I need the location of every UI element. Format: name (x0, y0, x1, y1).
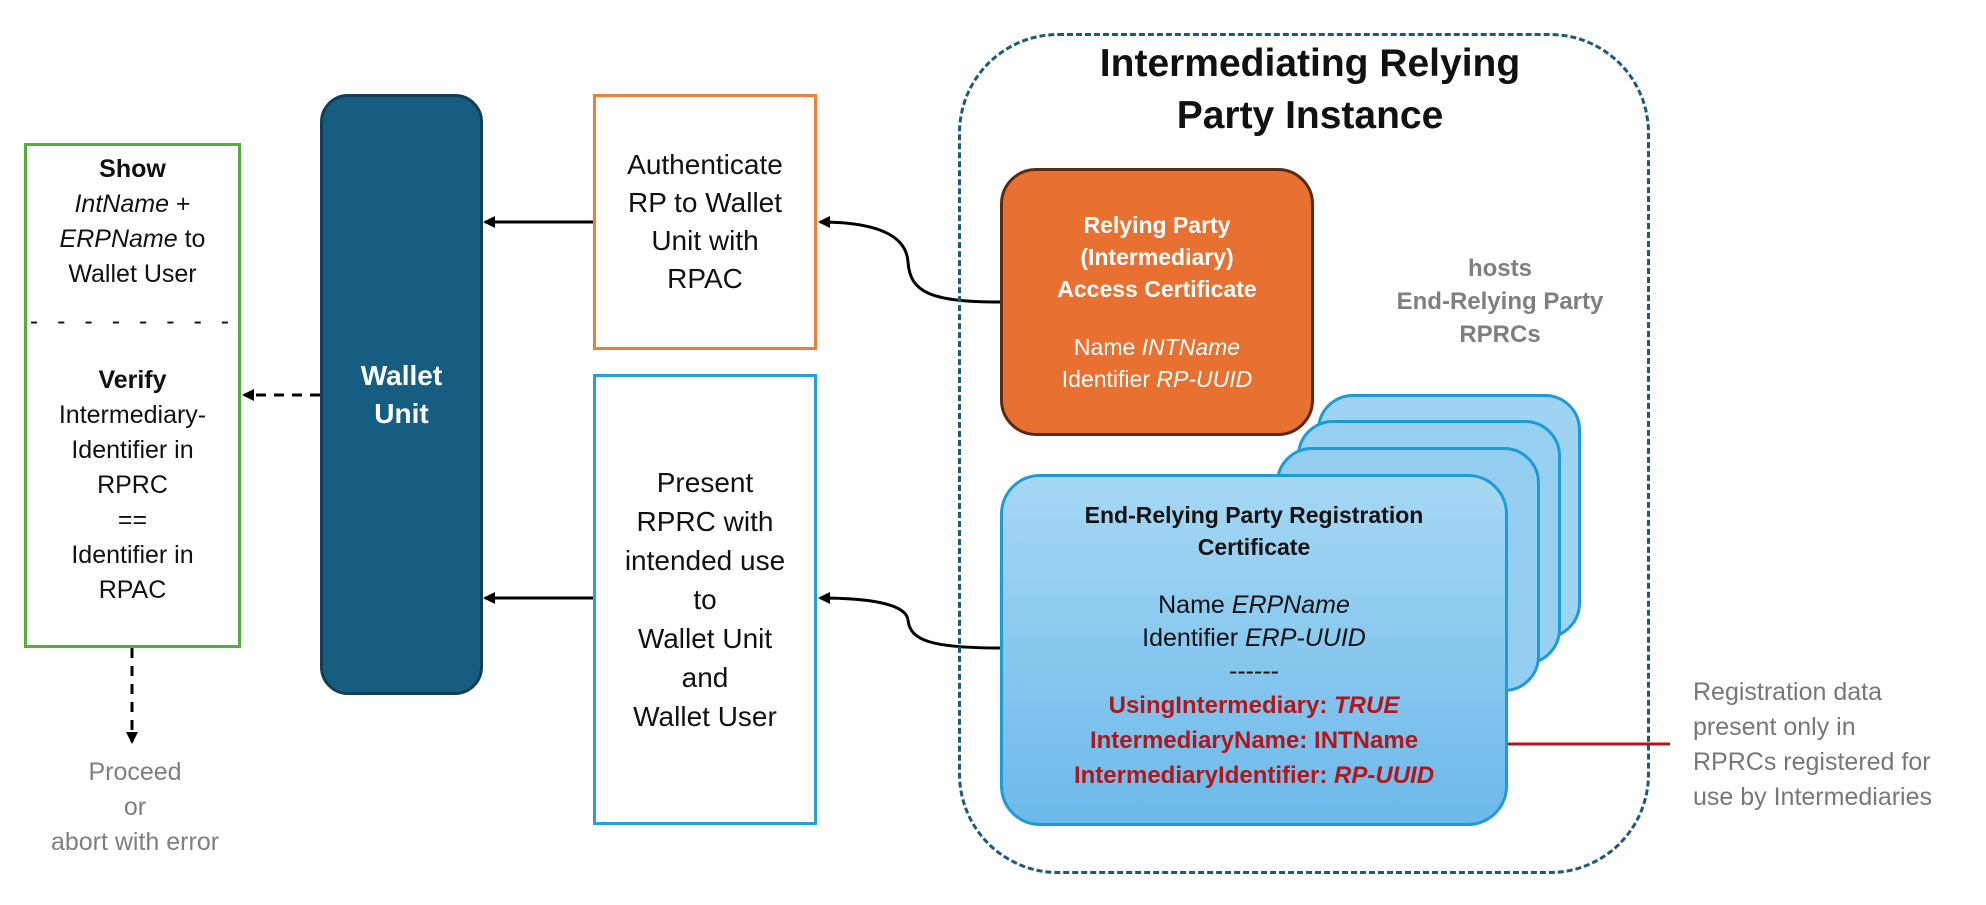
rprc-to-present-connector (818, 592, 1001, 650)
intermediary-id-label: IntermediaryIdentifier: (1073, 762, 1335, 789)
intermediary-id-value: RP-UUID (1334, 762, 1435, 789)
rpac-id-value: RP-UUID (1156, 366, 1253, 392)
intermediary-name-line: IntermediaryName: INTName (1089, 727, 1419, 754)
auth-line-1: Authenticate (627, 149, 783, 180)
note-line-1: Registration data (1693, 678, 1883, 706)
present-rprc-box: Present RPRC with intended use to Wallet… (593, 374, 817, 825)
plus-text: + (168, 190, 191, 218)
hosts-label: hosts End-Relying Party RPRCs (1360, 252, 1640, 351)
rpac-title-2: (Intermediary) (1080, 244, 1234, 270)
note-line-4: use by Intermediaries (1693, 783, 1933, 811)
note-line-2: present only in (1693, 713, 1856, 741)
present-line-7: Wallet User (633, 701, 777, 732)
outcome-proceed: Proceed (88, 758, 182, 786)
rp-access-certificate-card: Relying Party (Intermediary) Access Cert… (1000, 168, 1314, 436)
show-heading: Show (99, 155, 166, 183)
show-erpname-line: ERPName to (60, 222, 206, 257)
rpac-name-value: INTName (1141, 334, 1241, 360)
hosts-line-1: hosts (1467, 255, 1532, 282)
wallet-unit-node: Wallet Unit (320, 94, 483, 695)
present-line-2: RPRC with (636, 506, 774, 537)
erpname-term: ERPName (59, 225, 178, 253)
end-rp-registration-certificate-card: End-Relying Party Registration Certifica… (1000, 474, 1508, 826)
present-line-1: Present (656, 467, 754, 498)
intname-term: IntName (74, 190, 169, 218)
rprc-id-line: Identifier ERP-UUID (1142, 622, 1366, 655)
verify-line-5: Identifier in (71, 541, 194, 569)
wallet-user-text: Wallet User (68, 260, 197, 288)
rpac-title-1: Relying Party (1083, 212, 1231, 238)
rpac-id-line: Identifier RP-UUID (1062, 363, 1252, 395)
rpac-title-3: Access Certificate (1057, 276, 1257, 302)
section-divider: - - - - - - - - (29, 307, 236, 335)
present-line-5: Wallet Unit (637, 623, 773, 654)
verify-line-3: RPRC (97, 471, 168, 499)
verify-line-2: Identifier in (71, 436, 194, 464)
rpac-to-auth-connector (818, 216, 1001, 304)
outcome-label: Proceed or abort with error (20, 755, 250, 860)
rprc-id-label: Identifier (1142, 624, 1245, 652)
instance-title-line-1: Intermediating Relying (1099, 42, 1521, 85)
rprc-name-value: ERPName (1231, 591, 1350, 619)
using-intermediary-label: UsingIntermediary: (1108, 692, 1335, 719)
show-names-line: IntName + (74, 187, 190, 222)
verify-line-6: RPAC (98, 576, 167, 604)
instance-title: Intermediating Relying Party Instance (1000, 38, 1620, 142)
using-intermediary-line: UsingIntermediary: TRUE (1109, 688, 1400, 723)
present-line-6: and (681, 662, 729, 693)
hosts-line-3: RPRCs (1459, 321, 1541, 348)
present-line-4: to (693, 584, 717, 615)
verify-heading: Verify (98, 366, 167, 394)
rprc-title-2: Certificate (1197, 534, 1311, 560)
rpac-id-label: Identifier (1061, 366, 1157, 392)
verify-line-1: Intermediary- (58, 401, 207, 429)
note-line-3: RPRCs registered for (1693, 748, 1931, 776)
registration-data-note: Registration data present only in RPRCs … (1693, 675, 1983, 815)
authenticate-rp-box: Authenticate RP to Wallet Unit with RPAC (593, 94, 817, 350)
verification-checks-box: Show IntName + ERPName to Wallet User - … (24, 143, 241, 648)
rpac-name-line: Name INTName (1074, 331, 1240, 363)
auth-line-2: RP to Wallet (627, 187, 783, 218)
rprc-title-1: End-Relying Party Registration (1084, 502, 1424, 528)
intermediary-id-line: IntermediaryIdentifier: RP-UUID (1074, 758, 1434, 793)
using-intermediary-value: TRUE (1334, 692, 1400, 719)
auth-line-3: Unit with (651, 225, 759, 256)
outcome-abort: abort with error (50, 828, 220, 856)
to-text: to (177, 225, 206, 253)
wallet-unit-label-2: Unit (374, 397, 429, 429)
intermediating-rp-instance-boundary (958, 33, 1650, 874)
rprc-separator: ------ (1229, 657, 1279, 685)
verify-equals: == (117, 506, 148, 534)
outcome-or: or (123, 793, 147, 821)
auth-line-4: RPAC (667, 263, 743, 294)
rprc-name-line: Name ERPName (1158, 589, 1350, 622)
hosts-line-2: End-Relying Party (1396, 288, 1604, 315)
rprc-id-value: ERP-UUID (1245, 624, 1366, 652)
present-line-3: intended use (624, 545, 786, 576)
rprc-name-label: Name (1158, 591, 1232, 619)
instance-title-line-2: Party Instance (1176, 94, 1444, 137)
rpac-name-label: Name (1073, 334, 1142, 360)
wallet-unit-label-1: Wallet (360, 359, 443, 391)
